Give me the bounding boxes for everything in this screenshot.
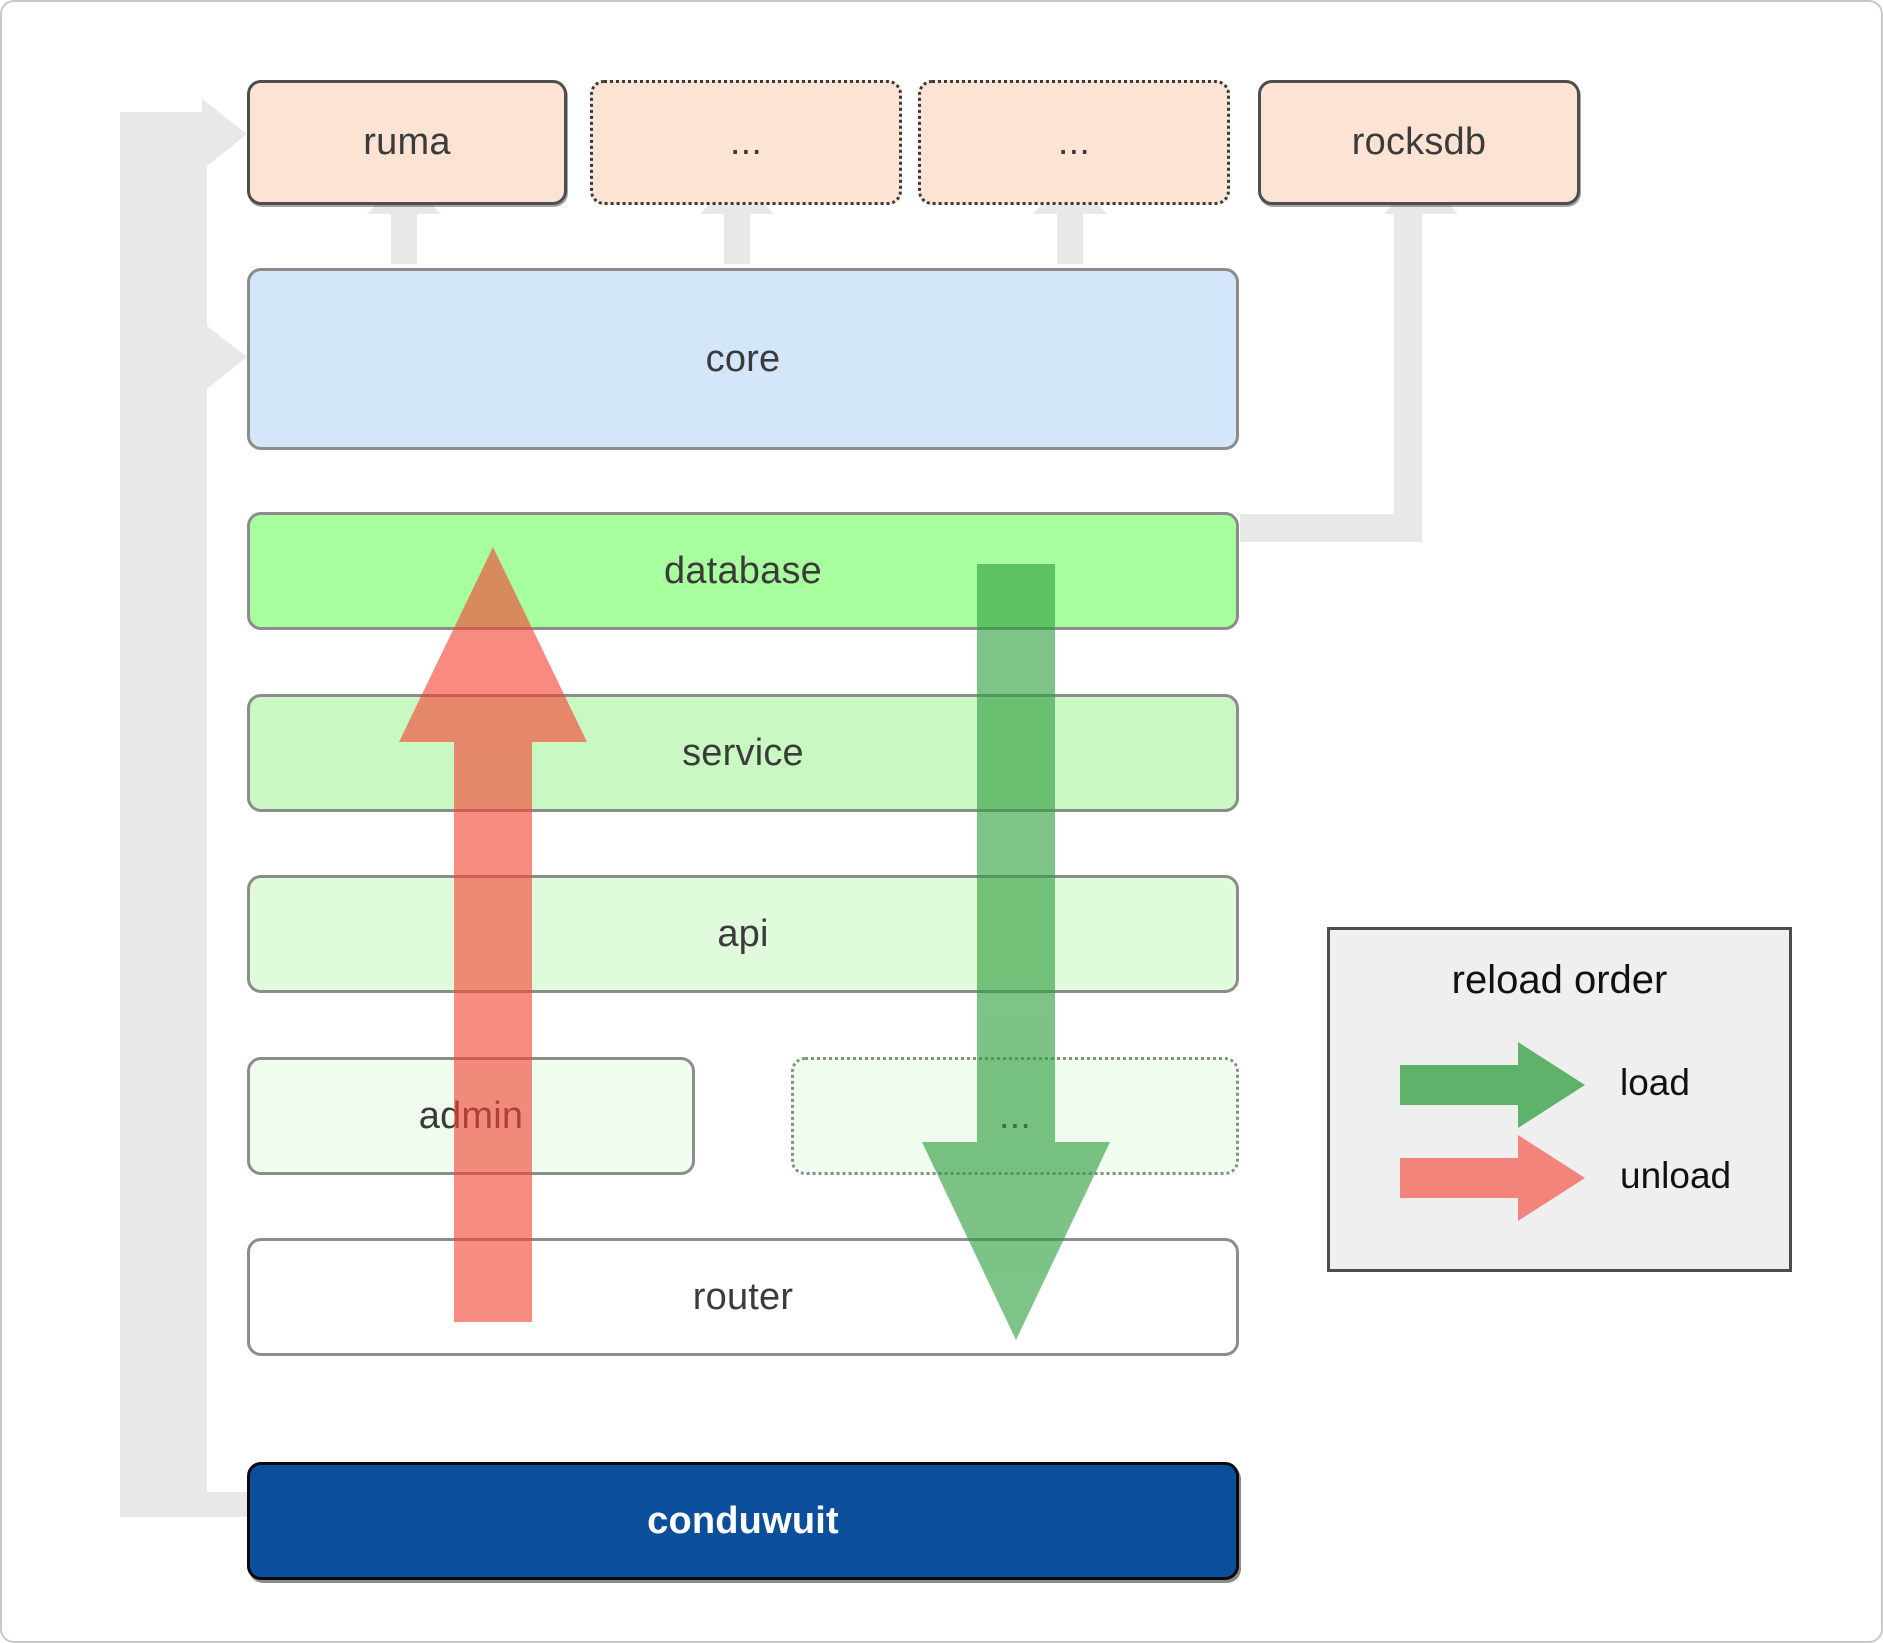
node-dep-2[interactable]: ... — [590, 80, 902, 205]
node-router[interactable]: router — [247, 1238, 1239, 1356]
node-service[interactable]: service — [247, 694, 1239, 812]
node-core-label: core — [705, 337, 781, 380]
node-api[interactable]: api — [247, 875, 1239, 993]
node-service-label: service — [682, 731, 804, 774]
legend-title: reload order — [1451, 958, 1668, 1002]
legend-load-arrow-icon — [1400, 1042, 1585, 1128]
node-database-label: database — [664, 549, 822, 592]
node-admin[interactable]: admin — [247, 1057, 695, 1175]
legend-box: reload order load unload — [1327, 927, 1792, 1272]
node-more-label: ... — [998, 1094, 1032, 1137]
node-core[interactable]: core — [247, 268, 1239, 450]
legend-unload-label: unload — [1620, 1155, 1732, 1196]
node-router-label: router — [692, 1275, 794, 1318]
node-conduwuit-label: conduwuit — [647, 1499, 839, 1542]
node-api-label: api — [717, 912, 769, 955]
node-more[interactable]: ... — [791, 1057, 1239, 1175]
node-rocksdb-label: rocksdb — [1351, 121, 1487, 163]
node-dep-3-label: ... — [1057, 121, 1091, 163]
node-admin-label: admin — [418, 1094, 524, 1137]
node-dep-3[interactable]: ... — [918, 80, 1230, 205]
node-dep-2-label: ... — [729, 121, 763, 163]
node-ruma-label: ruma — [363, 121, 451, 163]
node-database[interactable]: database — [247, 512, 1239, 630]
node-conduwuit[interactable]: conduwuit — [247, 1462, 1239, 1580]
legend-unload-arrow-icon — [1400, 1135, 1585, 1221]
legend-load-label: load — [1620, 1062, 1690, 1103]
node-ruma[interactable]: ruma — [247, 80, 567, 205]
node-rocksdb[interactable]: rocksdb — [1258, 80, 1580, 205]
